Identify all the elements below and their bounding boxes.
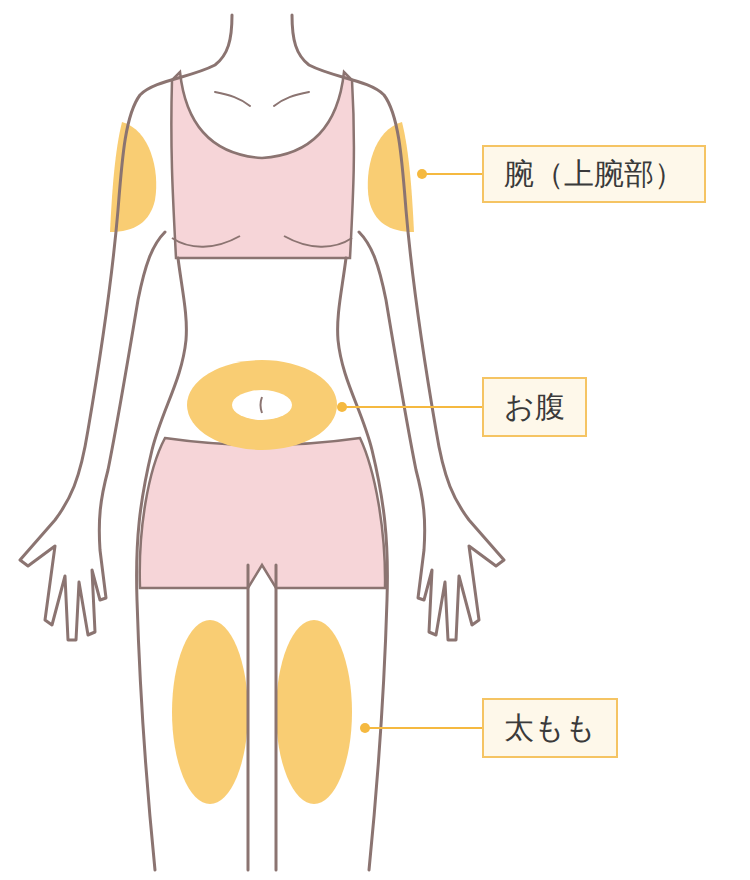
sports-bra <box>171 72 354 258</box>
body-half <box>276 15 504 870</box>
abdomen-zone <box>187 360 337 450</box>
body-half <box>20 15 248 870</box>
shorts <box>140 438 385 588</box>
navel-area <box>232 390 292 420</box>
thigh-zone <box>276 620 352 804</box>
site-label: お腹 <box>504 389 565 425</box>
leader-dot <box>337 402 347 412</box>
bust-line <box>172 236 352 247</box>
site-label: 太もも <box>504 710 596 746</box>
site-label-box: お腹 <box>482 377 587 437</box>
leader-line <box>365 727 482 729</box>
leader-dot <box>360 723 370 733</box>
site-label-box: 太もも <box>482 698 618 758</box>
leader-line <box>422 173 482 175</box>
leader-line <box>342 406 482 408</box>
body-outline <box>20 15 504 870</box>
collarbone <box>215 92 309 106</box>
site-label: 腕（上腕部） <box>504 156 684 192</box>
thigh-zone <box>172 620 248 804</box>
navel <box>261 397 263 413</box>
leader-dot <box>417 169 427 179</box>
leader-lines <box>337 169 482 733</box>
site-label-box: 腕（上腕部） <box>482 145 706 203</box>
